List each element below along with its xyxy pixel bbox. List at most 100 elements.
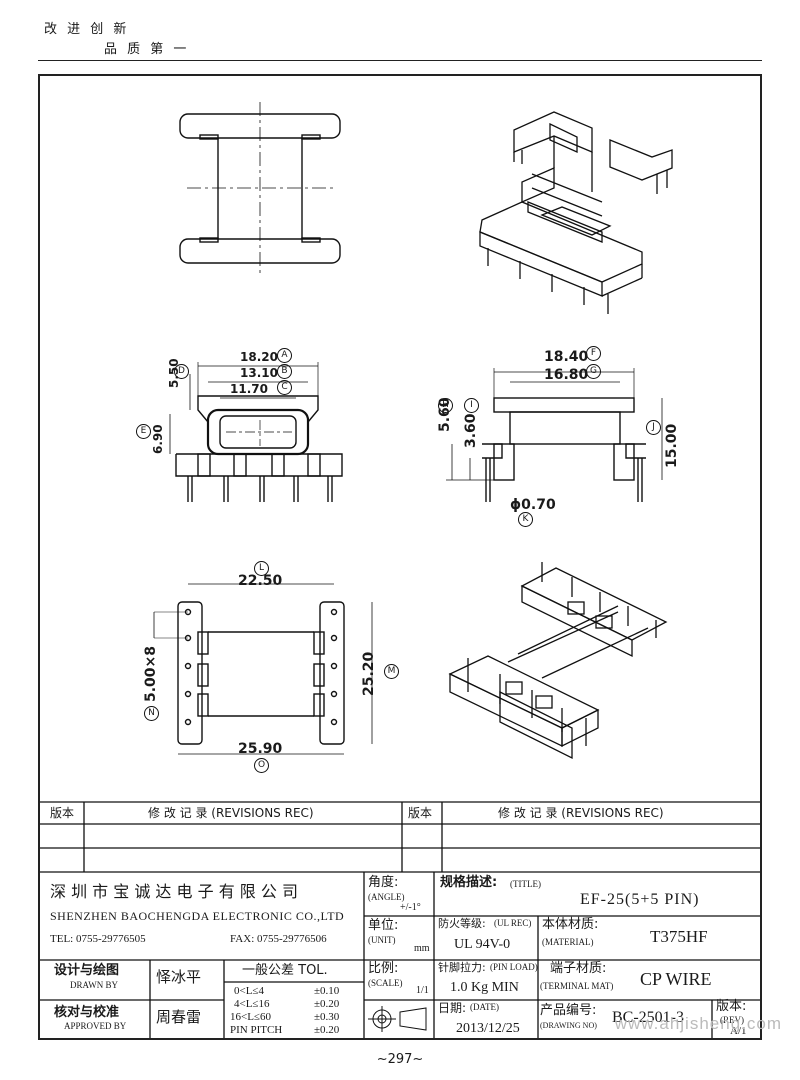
marker-g: G xyxy=(586,364,601,379)
tol-value-3: ±0.30 xyxy=(314,1011,340,1023)
company-en: SHENZHEN BAOCHENGDA ELECTRONIC CO.,LTD xyxy=(50,909,345,923)
tol-range-3: 16<L≤60 xyxy=(230,1011,271,1023)
unit-value: mm xyxy=(414,943,430,954)
iso-view-bottom xyxy=(448,562,668,760)
dim-b: 13.10 xyxy=(240,366,278,380)
scale-label: 比例: xyxy=(368,961,399,976)
dim-c: 11.70 xyxy=(230,382,268,396)
dim-g: 16.80 xyxy=(544,367,589,383)
marker-j: J xyxy=(646,420,661,435)
angle-label: 角度: xyxy=(368,875,399,890)
title-value: EF-25(5+5 PIN) xyxy=(580,891,700,908)
rev-record-left: 修 改 记 录 (REVISIONS REC) xyxy=(148,806,314,820)
drawing-no-en: (DRAWING NO) xyxy=(540,1021,597,1030)
date-en: (DATE) xyxy=(470,1002,499,1012)
company-fax: FAX: 0755-29776506 xyxy=(230,933,327,945)
dim-j: 15.00 xyxy=(664,423,680,468)
terminal-en: (TERMINAL MAT) xyxy=(540,981,614,991)
rev-record-right: 修 改 记 录 (REVISIONS REC) xyxy=(498,806,664,820)
rev-value: A/1 xyxy=(730,1025,747,1037)
unit-label: 单位: xyxy=(368,918,399,933)
fire-en: (UL REC) xyxy=(494,918,532,928)
company-cn: 深 圳 市 宝 诚 达 电 子 有 限 公 司 xyxy=(50,882,298,901)
marker-m: M xyxy=(384,664,399,679)
approved-en: APPROVED BY xyxy=(64,1021,127,1031)
drawn-en: DRAWN BY xyxy=(70,980,119,990)
top-view xyxy=(179,102,341,277)
page-number: ~297~ xyxy=(376,1052,424,1067)
dim-a: 18.20 xyxy=(240,350,278,364)
tol-range-1: 0<L≤4 xyxy=(234,985,264,997)
marker-a: A xyxy=(277,348,292,363)
side-view xyxy=(446,368,663,502)
pin-load-label: 针脚拉力: xyxy=(438,961,486,974)
drawing-svg xyxy=(40,102,760,1038)
drawing-no-label: 产品编号: xyxy=(540,1003,597,1018)
drawing-frame: A B C D E F G H I J K L M N O 18.20 13.1… xyxy=(38,74,762,1040)
header-slogan-2: 品 质 第 一 xyxy=(104,42,190,57)
marker-e: E xyxy=(136,424,151,439)
marker-b: B xyxy=(277,364,292,379)
fire-label: 防火等级: xyxy=(438,917,486,930)
company-tel: TEL: 0755-29776505 xyxy=(50,933,146,945)
scale-value: 1/1 xyxy=(416,985,429,996)
rev-label: 版本: xyxy=(716,999,747,1014)
material-label: 本体材质: xyxy=(542,917,599,932)
scale-en: (SCALE) xyxy=(368,978,403,988)
watermark: www.ahjisheng.com xyxy=(614,1014,782,1033)
marker-k: K xyxy=(518,512,533,527)
marker-l: L xyxy=(254,561,269,576)
tol-value-4: ±0.20 xyxy=(314,1024,340,1036)
dim-l: 22.50 xyxy=(238,573,283,589)
marker-d: D xyxy=(174,364,189,379)
center-symbol xyxy=(368,1006,427,1032)
unit-en: (UNIT) xyxy=(368,935,396,945)
angle-value: +/-1° xyxy=(400,902,421,913)
pin-load-value: 1.0 Kg MIN xyxy=(450,980,519,995)
tol-range-2: 4<L≤16 xyxy=(234,998,270,1010)
title-block-grid xyxy=(40,801,760,1038)
dim-m: 25.20 xyxy=(361,651,377,696)
terminal-value: CP WIRE xyxy=(640,969,712,989)
header-rule xyxy=(38,60,762,61)
dim-k: ϕ0.70 xyxy=(510,497,556,513)
terminal-label: 端子材质: xyxy=(550,961,607,976)
rev-en: (REV) xyxy=(720,1015,744,1025)
marker-c: C xyxy=(277,380,292,395)
iso-view-top xyxy=(479,111,673,314)
pin-load-en: (PIN LOAD) xyxy=(490,962,538,972)
approved-name: 周春雷 xyxy=(156,1008,202,1026)
marker-f: F xyxy=(586,346,601,361)
dim-i: 3.60 xyxy=(463,413,479,448)
drawing-no-value: BC-2501-3 xyxy=(612,1009,684,1026)
marker-o: O xyxy=(254,758,269,773)
dim-o: 25.90 xyxy=(238,741,283,757)
dim-d: 5.50 xyxy=(167,358,181,388)
angle-en: (ANGLE) xyxy=(368,892,405,902)
date-label: 日期: xyxy=(438,1001,467,1015)
title-en: (TITLE) xyxy=(510,879,541,889)
marker-n: N xyxy=(144,706,159,721)
approved-label: 核对与校准 xyxy=(54,1005,120,1020)
tol-range-4: PIN PITCH xyxy=(230,1024,283,1036)
header-slogan-1: 改 进 创 新 xyxy=(44,22,130,37)
material-value: T375HF xyxy=(650,927,708,946)
drawn-name: 怿冰平 xyxy=(156,968,202,986)
tol-value-1: ±0.10 xyxy=(314,985,340,997)
tol-title: 一般公差 TOL. xyxy=(242,963,328,978)
fire-value: UL 94V-0 xyxy=(454,937,511,952)
drawn-label: 设计与绘图 xyxy=(54,963,120,978)
dim-h: 5.60 xyxy=(437,397,453,432)
marker-i: I xyxy=(464,398,479,413)
title-label: 规格描述: xyxy=(440,875,498,890)
marker-h: H xyxy=(438,398,453,413)
dim-n: 5.00×8 xyxy=(143,645,159,702)
front-view xyxy=(169,362,343,502)
rev-version-left: 版本 xyxy=(50,806,75,820)
tol-value-2: ±0.20 xyxy=(314,998,340,1010)
dim-e: 6.90 xyxy=(151,424,165,454)
rev-version-right: 版本 xyxy=(408,806,433,820)
date-value: 2013/12/25 xyxy=(456,1021,520,1036)
material-en: (MATERIAL) xyxy=(542,937,594,947)
bottom-view xyxy=(153,583,373,755)
